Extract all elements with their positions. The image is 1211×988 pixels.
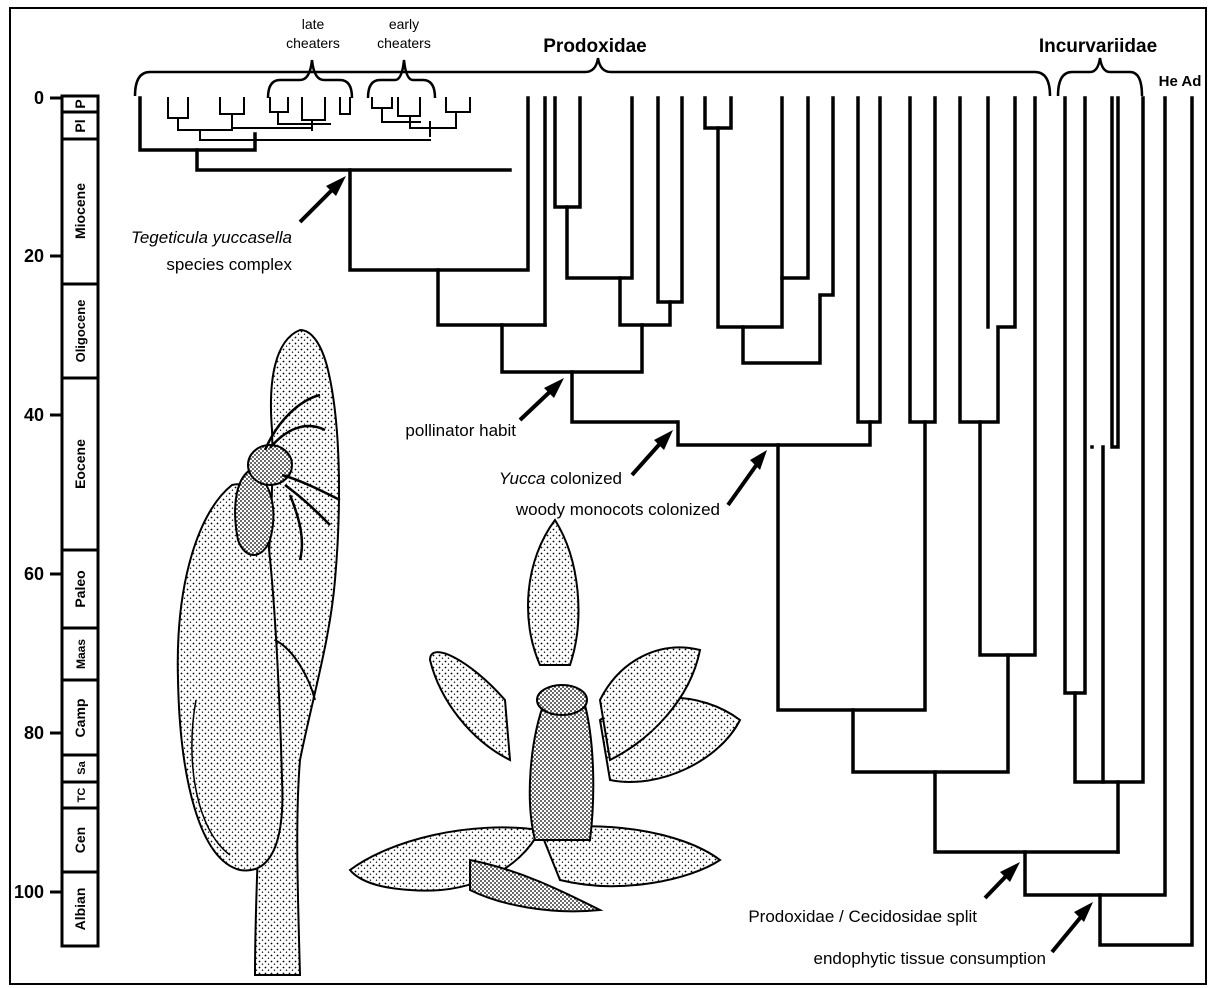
early-cheaters-label: cheaters (377, 35, 431, 51)
time-axis: 0 20 40 60 80 100 P Pl Miocene Oligocene… (14, 88, 98, 946)
tick-label: 20 (24, 246, 44, 266)
pollinator-annotation: pollinator habit (405, 421, 516, 440)
yucca-genus: Yucca (499, 469, 546, 488)
epoch-label: Camp (72, 699, 88, 738)
tick-label: 0 (34, 88, 44, 108)
endophytic-annotation: endophytic tissue consumption (814, 949, 1046, 968)
split-annotation: Prodoxidae / Cecidosidae split (748, 907, 977, 926)
epoch-label: Eocene (72, 439, 88, 489)
epoch-label: Maas (74, 639, 88, 669)
tick-label: 80 (24, 723, 44, 743)
group-brackets (135, 58, 1142, 98)
he-ad-label: He Ad (1159, 73, 1202, 90)
epoch-label: Pl (72, 119, 88, 132)
epoch-label: Oligocene (73, 300, 88, 363)
epoch-label: P (72, 99, 88, 108)
yucca-flower-illustration (350, 520, 740, 911)
epoch-label: Paleo (72, 570, 88, 607)
incurvariidae-label: Incurvariidae (1039, 36, 1157, 57)
epoch-label: Miocene (72, 183, 88, 239)
tick-label: 60 (24, 564, 44, 584)
epoch-label: Cen (72, 827, 88, 853)
late-cheaters-label: late (302, 16, 325, 32)
yucca-colonized: colonized (545, 469, 622, 488)
yucca-annotation: Yucca colonized (499, 469, 622, 488)
late-cheaters-label: cheaters (286, 35, 340, 51)
moth-illustration (178, 330, 340, 975)
epoch-label: Albian (72, 888, 88, 931)
tick-label: 40 (24, 405, 44, 425)
tegeticula-annotation: Tegeticula yuccasella (131, 228, 292, 247)
epoch-label: Sa (76, 760, 88, 774)
woody-annotation: woody monocots colonized (515, 500, 720, 519)
annotation-arrows (300, 176, 1093, 952)
early-cheaters-label: early (389, 16, 419, 32)
epoch-label: TC (76, 788, 88, 803)
prodoxidae-label: Prodoxidae (543, 36, 646, 57)
tick-label: 100 (14, 882, 44, 902)
tegeticula-annotation: species complex (166, 255, 292, 274)
